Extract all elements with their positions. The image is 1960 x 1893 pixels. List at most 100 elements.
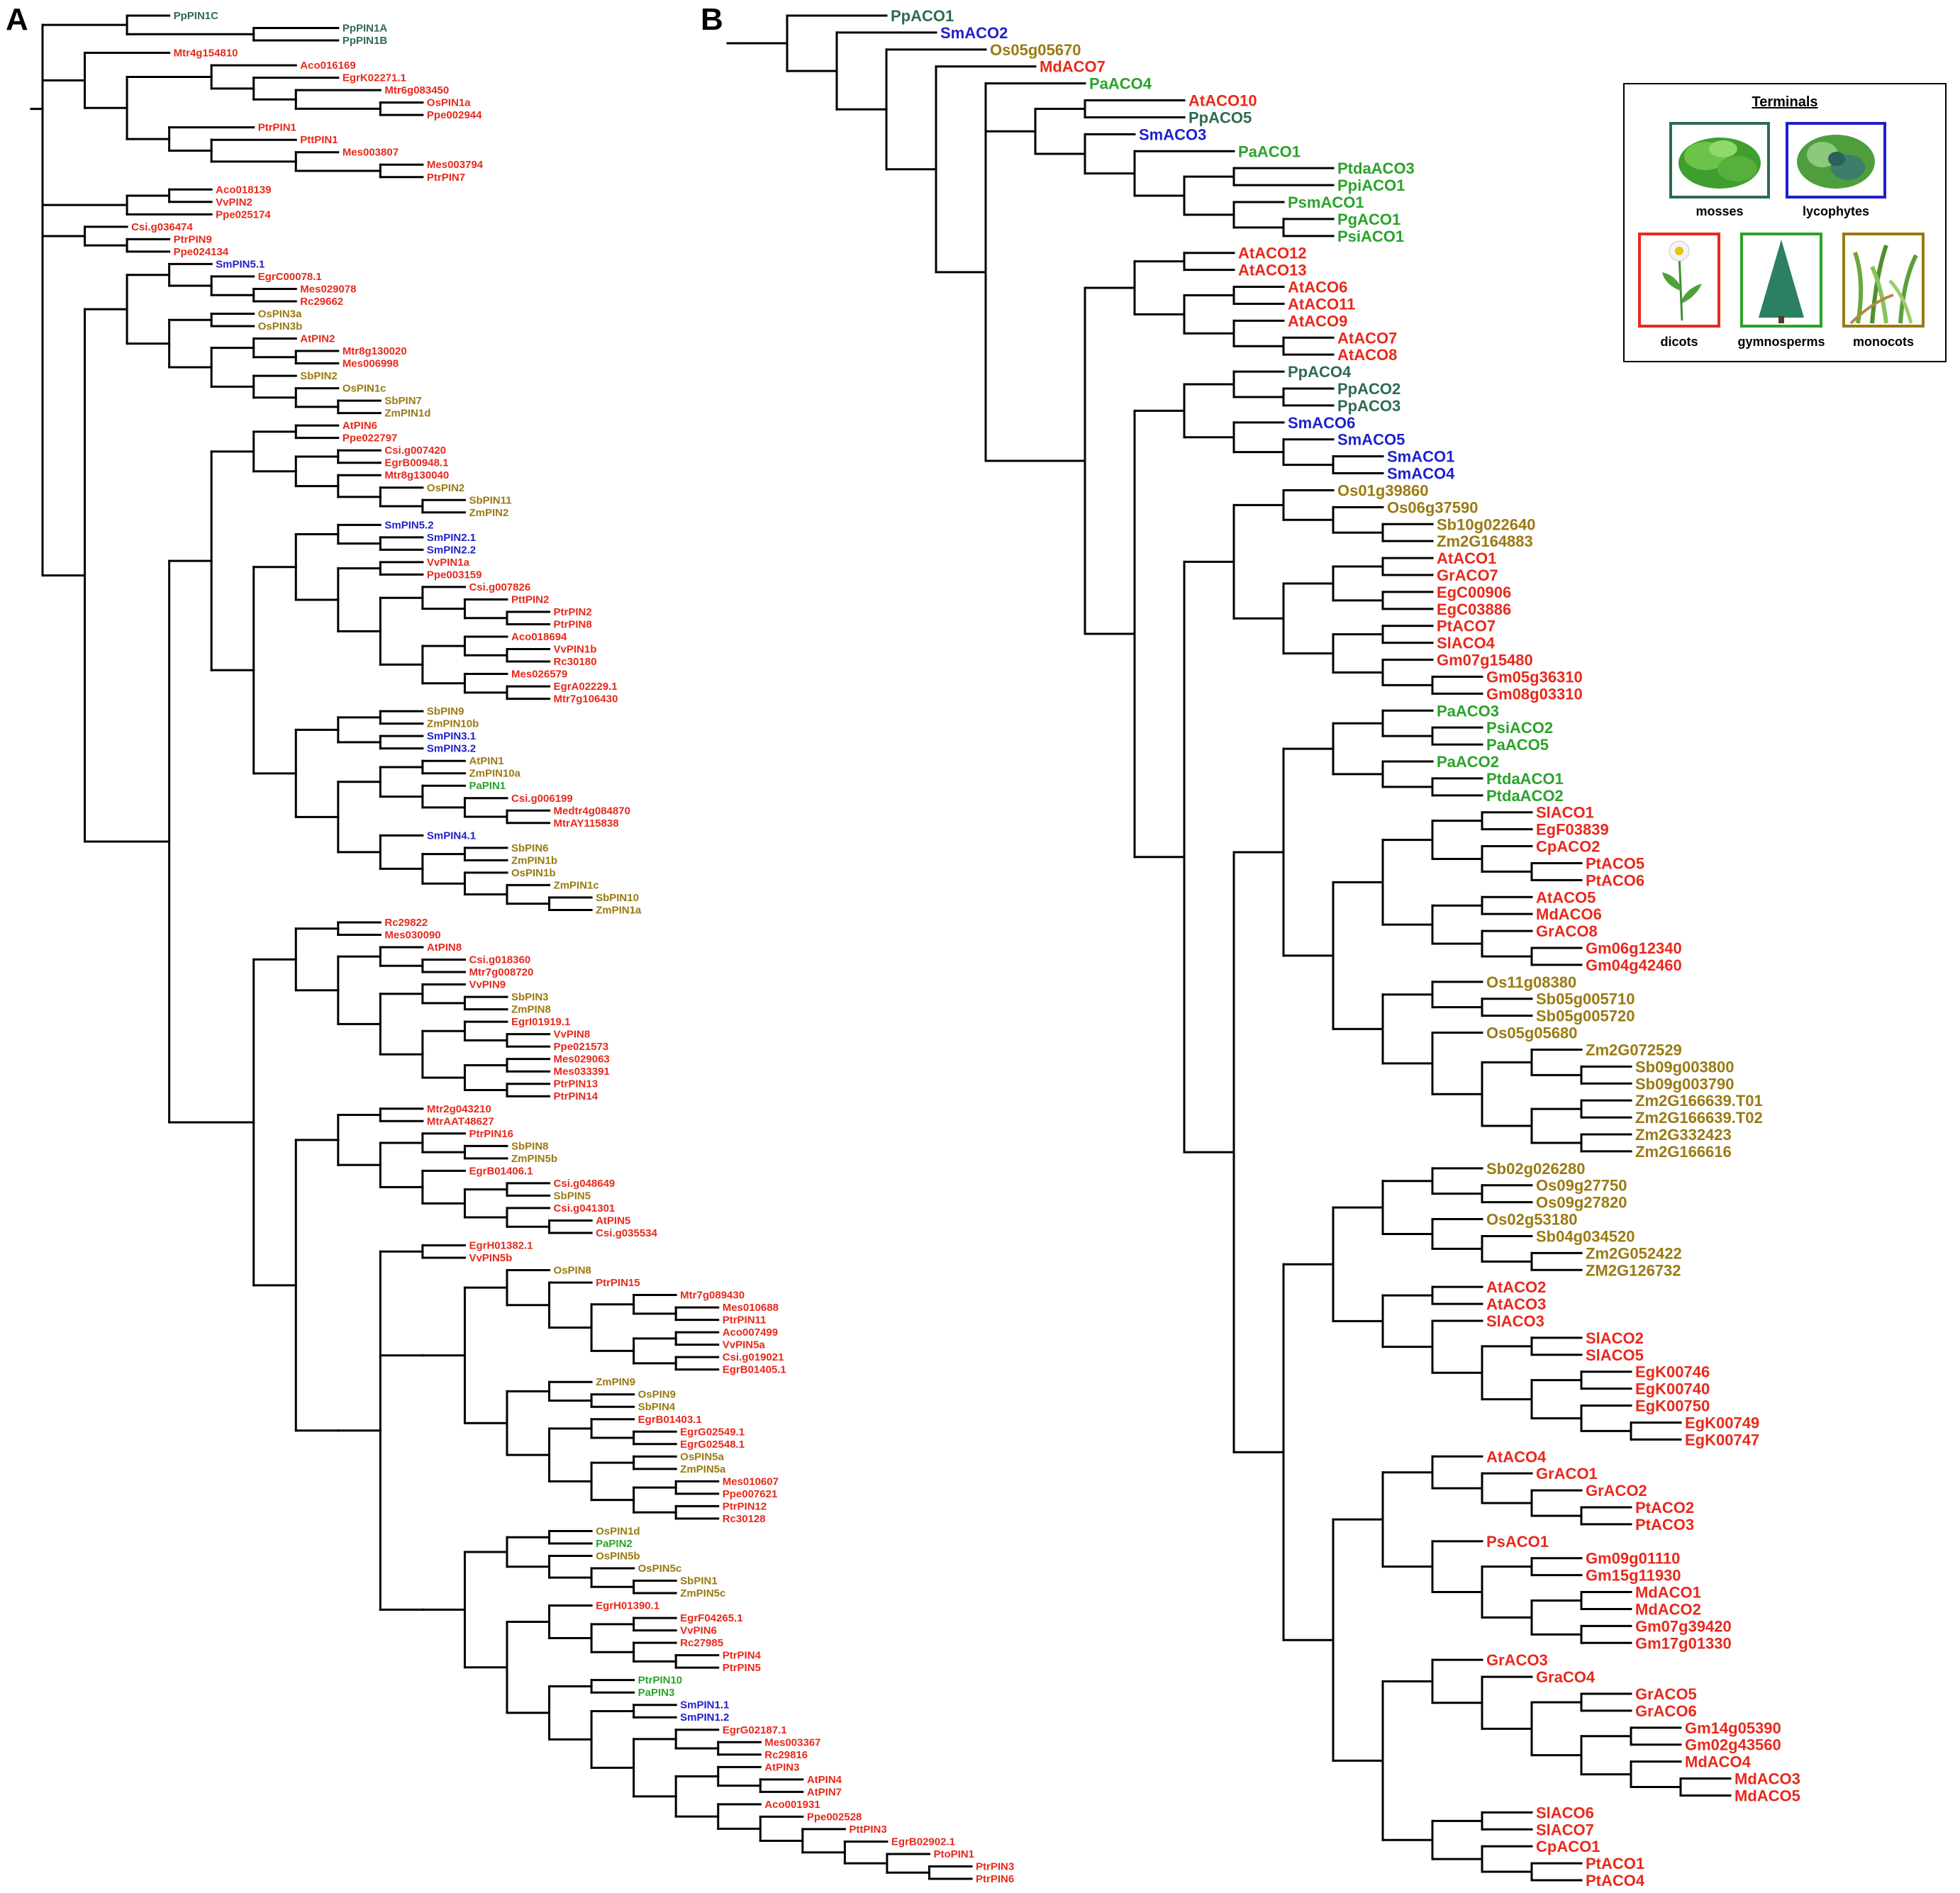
leaf-label: Csi.g019021 <box>723 1351 784 1363</box>
leaf-label: EgrG02549.1 <box>680 1426 745 1438</box>
leaf-label: Zm2G164883 <box>1437 532 1533 550</box>
leaf-label: VvPIN9 <box>469 979 506 991</box>
leaf-label: ZmPIN5c <box>680 1587 725 1599</box>
leaf-label: PtrPIN12 <box>723 1500 767 1512</box>
leaf-label: Ppe002944 <box>427 109 482 121</box>
leaf-label: PttPIN3 <box>849 1824 886 1836</box>
leaf-label: PaPIN1 <box>469 780 506 792</box>
legend-item-dicots: dicots <box>1638 233 1720 349</box>
leaf-label: Mtr8g130040 <box>384 469 449 481</box>
leaf-label: VvPIN6 <box>680 1625 717 1637</box>
leaf-label: ZmPIN1c <box>554 879 599 891</box>
panel-letter-b: B <box>701 2 723 37</box>
leaf-label: OsPIN1d <box>596 1525 640 1537</box>
leaf-label: PpACO5 <box>1188 108 1252 126</box>
leaf-label: Csi.g036474 <box>131 221 193 233</box>
leaf-label: MdACO7 <box>1040 58 1106 76</box>
lycophyte-icon <box>1797 135 1875 189</box>
leaf-label: Rc27985 <box>680 1637 723 1649</box>
leaf-label: GrACO1 <box>1536 1465 1598 1482</box>
leaf-label: MdACO3 <box>1735 1770 1800 1788</box>
leaf-label: PtACO5 <box>1586 854 1644 872</box>
leaf-label: Ppe003159 <box>427 569 482 581</box>
leaf-label: OsPIN5c <box>638 1563 682 1575</box>
leaf-label: PsmACO1 <box>1288 194 1364 211</box>
leaf-label: EgK00740 <box>1635 1380 1710 1398</box>
leaf-label: Mtr7g089430 <box>680 1290 745 1302</box>
leaf-label: Mes033391 <box>554 1066 610 1078</box>
leaf-label: ZmPIN5b <box>511 1153 557 1165</box>
leaf-label: Aco018139 <box>216 184 271 196</box>
leaf-label: OsPIN1b <box>511 867 556 879</box>
conifer-icon <box>1759 240 1804 323</box>
leaf-label: AtACO3 <box>1486 1295 1546 1313</box>
terminals-legend: Terminals mosses lycophytes <box>1623 83 1947 362</box>
leaf-label: Sb10g022640 <box>1437 515 1535 533</box>
leaf-label: PaPIN2 <box>596 1538 633 1550</box>
aco-gene-tree: PpACO1SmACO2Os05g05670MdACO7PaACO4AtACO1… <box>726 7 1800 1889</box>
leaf-label: MdACO1 <box>1635 1584 1701 1602</box>
leaf-label: OsPIN3a <box>258 308 302 320</box>
legend-label-mosses: mosses <box>1695 204 1743 218</box>
leaf-label: Zm2G072529 <box>1586 1041 1682 1059</box>
leaf-label: AtACO6 <box>1288 279 1347 296</box>
leaf-label: Sb04g034520 <box>1536 1227 1635 1245</box>
leaf-label: Mes010607 <box>723 1475 779 1487</box>
leaf-label: OsPIN9 <box>638 1389 676 1401</box>
leaf-label: Medtr4g084870 <box>554 805 630 817</box>
leaf-label: EgrB00948.1 <box>384 457 448 469</box>
leaf-label: Csi.g018360 <box>469 954 530 966</box>
leaf-label: Ppe007621 <box>723 1488 778 1500</box>
leaf-label: Mtr8g130020 <box>343 345 407 357</box>
leaf-label: AtACO11 <box>1288 295 1355 313</box>
leaf-label: SmACO2 <box>940 24 1008 42</box>
leaf-label: AtACO9 <box>1288 312 1347 330</box>
leaf-label: Zm2G052422 <box>1586 1244 1682 1262</box>
leaf-label: Zm2G166639.T01 <box>1635 1092 1763 1110</box>
leaf-label: Sb09g003800 <box>1635 1058 1734 1076</box>
leaf-label: Csi.g007420 <box>384 445 446 457</box>
leaf-label: AtPIN7 <box>807 1786 842 1798</box>
leaf-label: PtrPIN13 <box>554 1078 598 1090</box>
leaf-label: Ppe024134 <box>174 246 229 258</box>
leaf-label: PtrPIN8 <box>554 618 592 630</box>
leaf-label: Mes006998 <box>343 358 399 370</box>
leaf-label: SmPIN5.1 <box>216 258 265 270</box>
leaf-label: Rc29662 <box>300 296 343 308</box>
leaf-label: MtrAAT48627 <box>427 1115 494 1127</box>
leaf-label: PtrPIN4 <box>723 1650 762 1662</box>
leaf-label: SlACO5 <box>1586 1346 1644 1364</box>
leaf-label: Mes026579 <box>511 669 567 681</box>
leaf-label: Sb09g003790 <box>1635 1075 1734 1093</box>
leaf-label: Aco018694 <box>511 631 567 643</box>
leaf-label: Gm02g43560 <box>1685 1736 1781 1754</box>
leaf-label: AtACO1 <box>1437 549 1496 567</box>
leaf-label: Mes003794 <box>427 159 484 171</box>
leaf-label: ZmPIN10b <box>427 718 479 730</box>
leaf-label: Zm2G332423 <box>1635 1126 1732 1144</box>
leaf-label: EgrK02271.1 <box>343 72 406 84</box>
leaf-label: EgrH01390.1 <box>596 1600 659 1612</box>
leaf-label: Gm14g05390 <box>1685 1719 1781 1737</box>
leaf-label: PsiACO1 <box>1337 228 1404 245</box>
leaf-label: Sb05g005710 <box>1536 990 1635 1008</box>
leaf-label: EgrI01919.1 <box>511 1016 570 1028</box>
leaf-label: EgF03839 <box>1536 821 1609 839</box>
leaf-label: EgC00906 <box>1437 583 1511 601</box>
leaf-label: EgrA02229.1 <box>554 681 618 693</box>
leaf-label: Mtr7g008720 <box>469 966 533 978</box>
leaf-label: GrACO7 <box>1437 566 1498 584</box>
leaf-label: SmPIN3.2 <box>427 743 476 755</box>
legend-item-monocots: monocots <box>1842 233 1925 349</box>
leaf-label: VvPIN5b <box>469 1252 512 1264</box>
leaf-label: AtPIN3 <box>764 1761 799 1773</box>
leaf-label: PgACO1 <box>1337 211 1401 228</box>
leaf-label: Gm05g36310 <box>1486 668 1583 686</box>
leaf-label: AtPIN5 <box>596 1214 630 1227</box>
leaf-label: Os01g39860 <box>1337 481 1428 499</box>
leaf-label: Rc29816 <box>764 1749 808 1761</box>
leaf-label: PpACO1 <box>891 7 954 25</box>
legend-label-lycophytes: lycophytes <box>1803 204 1869 218</box>
legend-title: Terminals <box>1752 94 1818 110</box>
leaf-label: Rc29822 <box>384 917 428 929</box>
